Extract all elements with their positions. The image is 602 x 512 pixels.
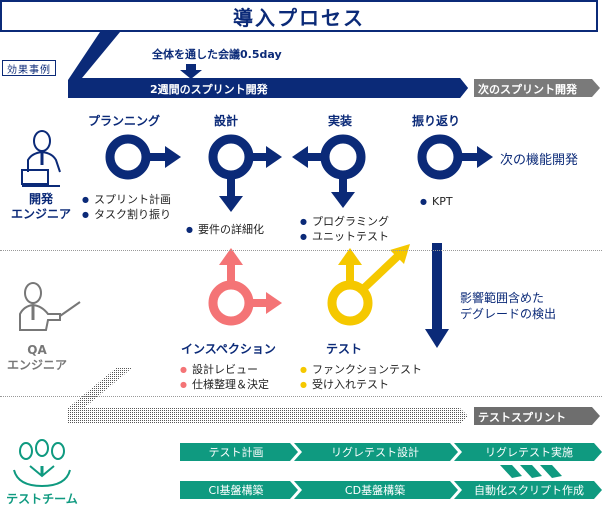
stage-planning: プランニング bbox=[88, 114, 161, 128]
test-team-icon bbox=[13, 439, 71, 488]
task-cd-setup: CD基盤構築 bbox=[344, 484, 406, 497]
test-team-bars bbox=[180, 443, 602, 499]
test-sprint-arrow bbox=[68, 368, 468, 424]
qa-engineer-label: QA エンジニア bbox=[6, 343, 67, 372]
sprint-label: 2週間のスプリント開発 bbox=[150, 83, 268, 96]
inspection-bullets: 設計レビュー 仕様整理＆決定 bbox=[180, 362, 269, 392]
stage-design: 設計 bbox=[214, 114, 239, 128]
test-sprint-label: テストスプリント bbox=[478, 411, 566, 424]
task-regression-run: リグレテスト実施 bbox=[485, 446, 573, 459]
qa-engineer-icon bbox=[19, 282, 81, 331]
dev-engineer-label: 開発 エンジニア bbox=[10, 192, 71, 221]
design-bullets: 要件の詳細化 bbox=[186, 222, 264, 237]
divider-dev-qa bbox=[0, 250, 602, 251]
effect-label: 効果事例 bbox=[2, 60, 56, 76]
sprint-arrow bbox=[68, 32, 468, 98]
task-test-plan: テスト計画 bbox=[208, 446, 264, 459]
meeting-note: 全体を通した会議0.5day bbox=[152, 48, 282, 61]
next-feature-label: 次の機能開発 bbox=[500, 153, 579, 168]
dev-engineer-icon bbox=[21, 130, 61, 187]
task-regression-design: リグレテスト設計 bbox=[331, 446, 419, 459]
meeting-arrow-icon bbox=[180, 64, 202, 79]
implementation-bullets: プログラミング ユニットテスト bbox=[300, 214, 389, 244]
planning-bullets: スプリント計画 タスク割り振り bbox=[82, 192, 171, 222]
retrospective-bullets: KPT bbox=[420, 194, 453, 209]
stage-retrospective: 振り返り bbox=[412, 114, 461, 128]
test-team-label: テストチーム bbox=[6, 492, 78, 506]
next-sprint-arrow bbox=[474, 79, 600, 97]
test-arrows bbox=[327, 244, 410, 326]
next-sprint-label: 次のスプリント開発 bbox=[478, 83, 577, 96]
degrade-note: 影響範囲含めた デグレードの検出 bbox=[460, 291, 557, 321]
divider-qa-team bbox=[0, 396, 602, 397]
stage-implementation: 実装 bbox=[328, 114, 353, 128]
stage-test: テスト bbox=[326, 342, 363, 356]
task-automation-scripts: 自動化スクリプト作成 bbox=[474, 484, 584, 497]
stage-inspection: インスペクション bbox=[181, 342, 276, 356]
task-ci-setup: CI基盤構築 bbox=[208, 484, 264, 497]
test-bullets: ファンクションテスト 受け入れテスト bbox=[300, 362, 422, 392]
page-title: 導入プロセス bbox=[0, 0, 598, 32]
inspection-arrows bbox=[208, 248, 282, 326]
